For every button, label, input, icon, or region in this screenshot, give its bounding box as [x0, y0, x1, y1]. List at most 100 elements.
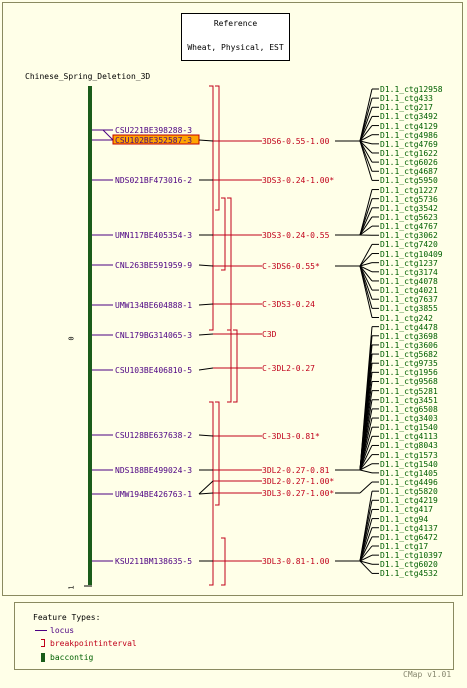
correspondence-line — [359, 436, 373, 471]
contig-label[interactable]: D1.1_ctg1540 — [380, 459, 438, 469]
contig-label[interactable]: D1.1_ctg9735 — [380, 359, 438, 369]
breakpoint-label[interactable]: 3DL3-0.27-1.00* — [262, 489, 335, 498]
contig-label[interactable]: D1.1_ctg4021 — [380, 286, 438, 296]
contig-label[interactable]: D1.1_ctg3855 — [380, 304, 438, 314]
contig-label[interactable]: D1.1_ctg4478 — [380, 322, 438, 332]
baccontig-legend-icon — [41, 653, 45, 662]
contig-label[interactable]: D1.1_ctg5950 — [380, 176, 438, 186]
breakpoint-label[interactable]: C-3DL3-0.81* — [262, 432, 320, 441]
locus-label[interactable]: NDS188BE499024-3 — [115, 466, 193, 475]
contig-label[interactable]: D1.1_ctg10397 — [380, 551, 443, 561]
breakpoint-interval — [215, 401, 220, 506]
contig-label[interactable]: D1.1_ctg6472 — [380, 532, 438, 542]
contig-label[interactable]: D1.1_ctg5820 — [380, 487, 438, 497]
contig-label[interactable]: D1.1_ctg5281 — [380, 386, 438, 396]
contig-label[interactable]: D1.1_ctg1622 — [380, 148, 438, 158]
locus-label[interactable]: CSU128BE637638-2 — [115, 431, 193, 440]
contig-label[interactable]: D1.1_ctg4496 — [380, 478, 438, 488]
contig-label[interactable]: D1.1_ctg4113 — [380, 432, 438, 442]
legend-title: Feature Types: — [33, 613, 101, 622]
breakpoint-label[interactable]: C-3DS3-0.24 — [262, 300, 315, 309]
contig-label[interactable]: D1.1_ctg3606 — [380, 340, 438, 350]
contig-label[interactable]: D1.1_ctg4532 — [380, 569, 438, 579]
contig-label[interactable]: D1.1_ctg3062 — [380, 231, 438, 241]
correspondence-line — [198, 139, 214, 142]
reference-title: Reference — [213, 19, 258, 28]
contig-label[interactable]: D1.1_ctg10409 — [380, 249, 443, 259]
contig-label[interactable]: D1.1_ctg4137 — [380, 523, 438, 533]
contig-label[interactable]: D1.1_ctg3174 — [380, 267, 438, 277]
contig-label[interactable]: D1.1_ctg3451 — [380, 395, 438, 405]
locus-label[interactable]: KSU211BM138635-5 — [115, 557, 193, 566]
correspondence-line — [359, 454, 373, 471]
locus-label[interactable]: NDS021BF473016-2 — [115, 176, 193, 185]
correspondence-line — [359, 265, 373, 318]
contig-label[interactable]: D1.1_ctg3698 — [380, 331, 438, 341]
contig-label[interactable]: D1.1_ctg3403 — [380, 414, 438, 424]
correspondence-line — [359, 265, 373, 291]
breakpoint-label[interactable]: 3DL3-0.81-1.00 — [262, 557, 330, 566]
locus-label[interactable]: CNL263BE591959-9 — [115, 261, 193, 270]
contig-label[interactable]: D1.1_ctg5623 — [380, 212, 438, 222]
breakpoint-label[interactable]: 3DL2-0.27-1.00* — [262, 477, 335, 486]
correspondence-line — [198, 264, 214, 267]
contig-label[interactable]: D1.1_ctg1540 — [380, 423, 438, 433]
contig-label[interactable]: D1.1_ctg4769 — [380, 139, 438, 149]
contig-label[interactable]: D1.1_ctg3542 — [380, 203, 438, 213]
contig-label[interactable]: D1.1_ctg217 — [380, 103, 433, 113]
reference-box: Reference Wheat, Physical, EST — [181, 13, 290, 61]
contig-label[interactable]: D1.1_ctg1405 — [380, 468, 438, 478]
breakpoint-label[interactable]: C-3DS6-0.55* — [262, 262, 320, 271]
locus-label[interactable]: UMN117BE405354-3 — [115, 231, 193, 240]
correspondence-line — [359, 445, 373, 471]
contig-label[interactable]: D1.1_ctg1227 — [380, 185, 438, 195]
contig-label[interactable]: D1.1_ctg4129 — [380, 121, 438, 131]
breakpoint-label[interactable]: 3DS3-0.24-1.00* — [262, 176, 335, 185]
breakpoint-label[interactable]: 3DS6-0.55-1.00 — [262, 137, 330, 146]
contig-label[interactable]: D1.1_ctg12958 — [380, 85, 443, 94]
breakpoint-label[interactable]: C3D — [262, 330, 277, 339]
breakpoint-interval — [233, 329, 238, 403]
map-title[interactable]: Chinese_Spring_Deletion_3D — [25, 72, 151, 81]
contig-label[interactable]: D1.1_ctg9568 — [380, 377, 438, 387]
correspondence-line — [359, 253, 373, 267]
contig-label[interactable]: D1.1_ctg6508 — [380, 404, 438, 414]
contig-label[interactable]: D1.1_ctg1956 — [380, 368, 438, 378]
contig-label[interactable]: D1.1_ctg4986 — [380, 130, 438, 140]
correspondence-line — [359, 545, 373, 562]
contig-label[interactable]: D1.1_ctg242 — [380, 313, 433, 323]
contig-label[interactable]: D1.1_ctg1573 — [380, 450, 438, 460]
contig-label[interactable]: D1.1_ctg5736 — [380, 194, 438, 204]
contig-label[interactable]: D1.1_ctg7420 — [380, 240, 438, 250]
contig-label[interactable]: D1.1_ctg6026 — [380, 158, 438, 168]
contig-label[interactable]: D1.1_ctg5682 — [380, 350, 438, 360]
correspondence-line — [359, 125, 373, 142]
locus-label[interactable]: CNL179BG314065-3 — [115, 331, 193, 340]
contig-label[interactable]: D1.1_ctg6020 — [380, 560, 438, 570]
locus-label[interactable]: CSU102BE352587-3 — [115, 136, 193, 145]
contig-label[interactable]: D1.1_ctg7637 — [380, 295, 438, 305]
legend-baccontig: baccontig — [50, 653, 94, 662]
correspondence-line — [198, 434, 214, 437]
locus-label[interactable]: CSU221BE398288-3 — [115, 126, 193, 135]
contig-label[interactable]: D1.1_ctg4219 — [380, 496, 438, 506]
contig-label[interactable]: D1.1_ctg433 — [380, 94, 433, 104]
contig-label[interactable]: D1.1_ctg417 — [380, 505, 433, 515]
correspondence-line — [359, 536, 373, 562]
correspondence-line — [359, 216, 373, 236]
breakpoint-label[interactable]: 3DS3-0.24-0.55 — [262, 231, 330, 240]
locus-label[interactable]: UMW194BE426763-1 — [115, 490, 193, 499]
contig-label[interactable]: D1.1_ctg94 — [380, 514, 429, 524]
breakpoint-label[interactable]: 3DL2-0.27-0.81 — [262, 466, 330, 475]
contig-label[interactable]: D1.1_ctg4078 — [380, 276, 438, 286]
contig-label[interactable]: D1.1_ctg1237 — [380, 258, 438, 268]
breakpoint-label[interactable]: C-3DL2-0.27 — [262, 364, 315, 373]
contig-label[interactable]: D1.1_ctg8043 — [380, 441, 438, 451]
locus-label[interactable]: CSU103BE406810-5 — [115, 366, 193, 375]
contig-label[interactable]: D1.1_ctg4687 — [380, 167, 438, 177]
contig-label[interactable]: D1.1_ctg4767 — [380, 222, 438, 232]
locus-label[interactable]: UMW134BE604888-1 — [115, 301, 193, 310]
contig-label[interactable]: D1.1_ctg3492 — [380, 112, 438, 122]
contig-label[interactable]: D1.1_ctg17 — [380, 542, 429, 551]
